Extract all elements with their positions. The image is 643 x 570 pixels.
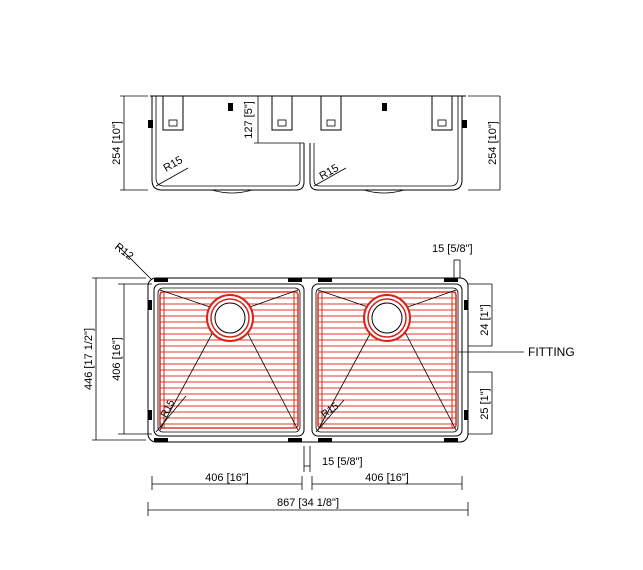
side-radius-right-label: R15 — [318, 162, 341, 182]
bottom-dimensions: 15 [5/8"] 406 [16"] 406 [16"] 867 [34 1/… — [147, 446, 469, 516]
overall-width-label: 867 [34 1/8"] — [277, 497, 339, 509]
plan-top-gap-label: 15 [5/8"] — [432, 243, 473, 255]
plan-overall-depth-label: 446 [17 1/2"] — [83, 328, 95, 390]
fitting-label: FITTING — [528, 345, 575, 359]
plan-bowl-depth-label: 406 [16"] — [111, 337, 123, 381]
bowl-width-right-label: 406 [16"] — [365, 472, 409, 484]
plan-edge-top-label: 24 [1"] — [479, 304, 491, 335]
side-height-left-label: 254 [10"] — [111, 121, 123, 165]
grid-radius-left-label: R15 — [159, 398, 178, 420]
side-height-right-label: 254 [10"] — [487, 121, 499, 165]
plan-view: R12 15 [5/8"] 446 [17 1/2"] 406 [16"] 24… — [83, 241, 575, 443]
plan-edge-bottom-label: 25 [1"] — [479, 388, 491, 419]
side-view: 254 [10"] 254 [10"] 127 [5"] R15 R15 — [111, 95, 501, 194]
grid-frame — [317, 291, 457, 429]
bowl-width-left-label: 406 [16"] — [205, 472, 249, 484]
grid-frame — [159, 291, 299, 429]
right-bowl — [311, 283, 463, 437]
center-gap-label: 15 [5/8"] — [322, 456, 363, 468]
side-step-depth-label: 127 [5"] — [243, 101, 255, 139]
left-bowl — [153, 283, 305, 437]
left-drain — [206, 294, 254, 342]
right-drain — [363, 294, 411, 342]
